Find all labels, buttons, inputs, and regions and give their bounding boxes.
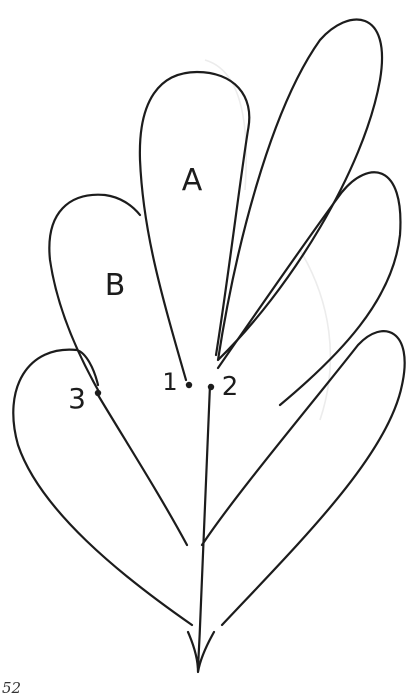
label-leaf-b: B — [105, 268, 126, 303]
point-marker-1 — [186, 382, 192, 388]
leaflet-top-right — [218, 20, 382, 360]
leaflet-right — [218, 172, 400, 405]
label-point-3: 3 — [68, 382, 86, 415]
midrib-stem — [198, 385, 210, 668]
leaf-base-point — [188, 632, 214, 672]
label-leaf-a: A — [182, 163, 203, 198]
point-marker-3 — [95, 390, 101, 396]
leaflet-b — [49, 195, 140, 390]
side-vein — [98, 395, 187, 545]
label-point-2: 2 — [222, 372, 239, 402]
leaflet-a — [140, 72, 249, 380]
page-number: 52 — [2, 679, 21, 697]
label-point-1: 1 — [162, 368, 177, 396]
point-marker-2 — [208, 384, 214, 390]
